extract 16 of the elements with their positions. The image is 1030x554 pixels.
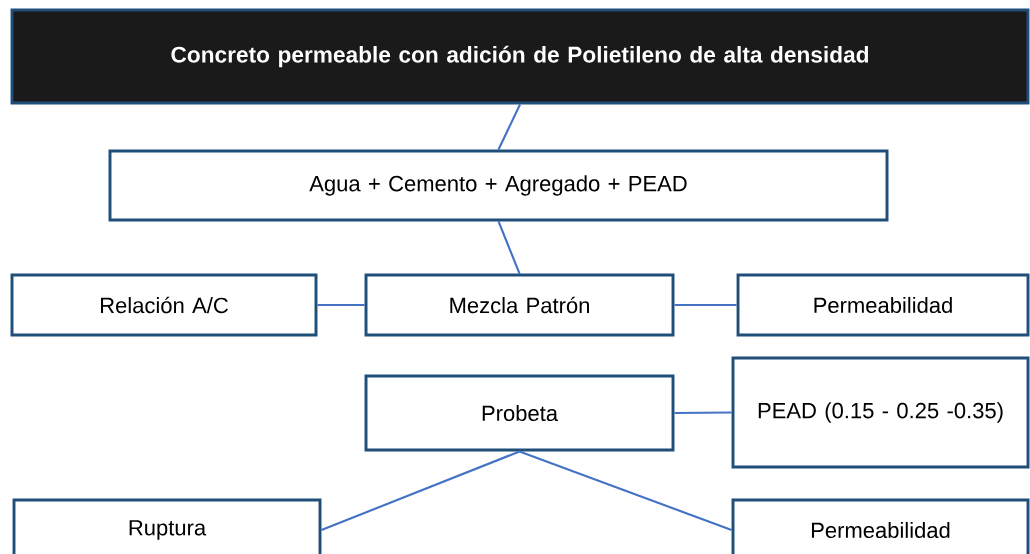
process-box: Permeabilidad — [731, 498, 1030, 554]
process-box: PEAD (0.15 - 0.25 -0.35) — [731, 356, 1030, 469]
process-box: Permeabilidad — [736, 273, 1030, 337]
process-box: Relación A/C — [10, 273, 318, 337]
connector-line — [497, 221, 521, 274]
title-box: Concreto permeable con adición de Polietileno de alta densidad — [10, 8, 1030, 105]
process-box: Ruptura — [12, 498, 322, 554]
connector-line — [519, 450, 732, 531]
connector-line — [497, 104, 521, 150]
connector-line — [317, 303, 365, 307]
process-box: Mezcla Patrón — [364, 273, 675, 337]
connector-line — [674, 411, 732, 415]
connector-line — [674, 303, 737, 307]
connector-line — [321, 450, 520, 531]
process-box: Agua + Cemento + Agregado + PEAD — [108, 149, 889, 222]
process-box: Probeta — [364, 374, 675, 452]
